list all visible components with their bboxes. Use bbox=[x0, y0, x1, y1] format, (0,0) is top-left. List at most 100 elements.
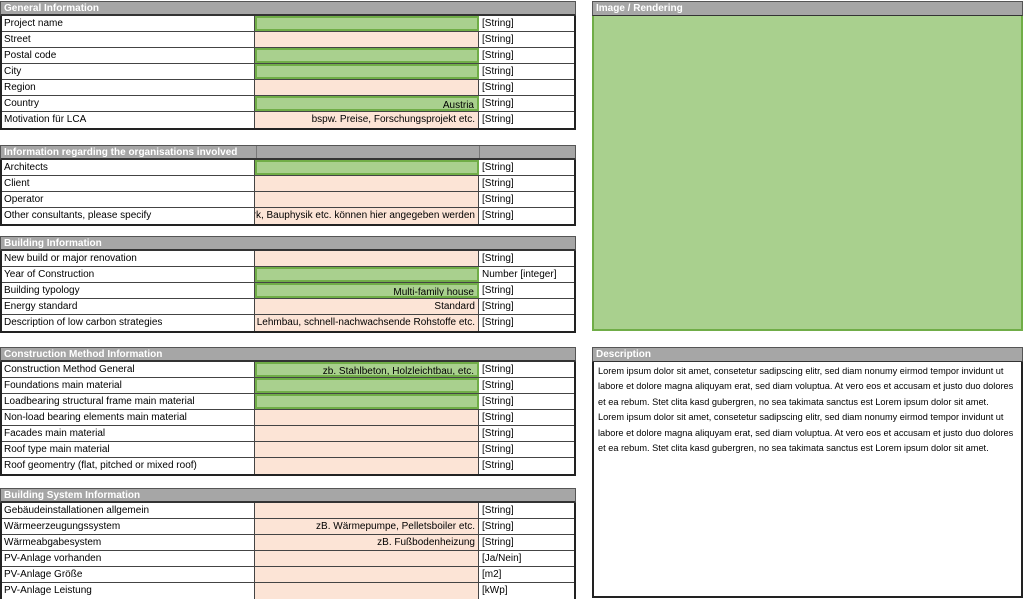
field-type: [String] bbox=[482, 428, 514, 439]
field-type: [String] bbox=[482, 194, 514, 205]
field-label: Motivation für LCA bbox=[2, 112, 255, 128]
field-label: Year of Construction bbox=[2, 267, 255, 282]
field-label: Operator bbox=[2, 192, 255, 207]
field-type: [String] bbox=[482, 253, 514, 264]
foundations-input[interactable] bbox=[255, 378, 479, 393]
field-label: Description of low carbon strategies bbox=[2, 315, 255, 331]
heat-generation-input[interactable]: zB. Wärmepumpe, Pelletsboiler etc. bbox=[255, 519, 479, 534]
field-label: Wärmeabgabesystem bbox=[2, 535, 255, 550]
architects-input[interactable] bbox=[255, 160, 479, 175]
other-consultants-input[interactable]: z.B. Tragwerk, Bauphysik etc. können hie… bbox=[255, 208, 479, 224]
field-label: Building typology bbox=[2, 283, 255, 298]
facades-input[interactable] bbox=[255, 426, 479, 441]
roof-type-input[interactable] bbox=[255, 442, 479, 457]
row-architects: Architects [String] bbox=[2, 160, 574, 176]
section-title: Building System Information bbox=[4, 490, 141, 501]
section-header: General Information bbox=[0, 1, 576, 16]
field-label: Country bbox=[2, 96, 255, 111]
description-panel: Description Lorem ipsum dolor sit amet, … bbox=[592, 347, 1023, 598]
general-information-section: General Information Project name[String]… bbox=[0, 1, 576, 130]
row-roof-geometry: Roof geomentry (flat, pitched or mixed r… bbox=[2, 458, 574, 474]
installations-input[interactable] bbox=[255, 503, 479, 518]
field-type: [String] bbox=[482, 66, 514, 77]
roof-geometry-input[interactable] bbox=[255, 458, 479, 474]
row-postal-code: Postal code[String] bbox=[2, 48, 574, 64]
country-input[interactable]: Austria bbox=[255, 96, 479, 111]
section-title: Construction Method Information bbox=[4, 349, 163, 360]
pv-present-input[interactable] bbox=[255, 551, 479, 566]
image-panel-title: Image / Rendering bbox=[596, 3, 683, 14]
row-region: Region[String] bbox=[2, 80, 574, 96]
field-label: Other consultants, please specify bbox=[2, 208, 255, 224]
street-input[interactable] bbox=[255, 32, 479, 47]
field-label: Non-load bearing elements main material bbox=[2, 410, 255, 425]
field-type: [String] bbox=[482, 412, 514, 423]
section-header: Building Information bbox=[0, 236, 576, 251]
row-non-load-bearing: Non-load bearing elements main material [… bbox=[2, 410, 574, 426]
field-label: Client bbox=[2, 176, 255, 191]
field-type: [String] bbox=[482, 444, 514, 455]
low-carbon-input[interactable]: z.B. Holzbau, Lehmbau, schnell-nachwachs… bbox=[255, 315, 479, 331]
non-load-bearing-input[interactable] bbox=[255, 410, 479, 425]
year-of-construction-input[interactable] bbox=[255, 267, 479, 282]
section-title: Building Information bbox=[4, 238, 102, 249]
pv-power-input[interactable] bbox=[255, 583, 479, 599]
field-label: PV-Anlage Leistung bbox=[2, 583, 255, 599]
row-new-build: New build or major renovation[String] bbox=[2, 251, 574, 267]
row-other-consultants: Other consultants, please specifyz.B. Tr… bbox=[2, 208, 574, 224]
row-roof-type: Roof type main material[String] bbox=[2, 442, 574, 458]
field-label: Roof geomentry (flat, pitched or mixed r… bbox=[2, 458, 255, 474]
image-placeholder[interactable] bbox=[592, 16, 1023, 331]
description-text[interactable]: Lorem ipsum dolor sit amet, consetetur s… bbox=[592, 362, 1023, 598]
field-label: Construction Method General bbox=[2, 362, 255, 377]
section-title: General Information bbox=[4, 3, 100, 14]
operator-input[interactable] bbox=[255, 192, 479, 207]
section-rows: New build or major renovation[String] Ye… bbox=[0, 251, 576, 333]
project-name-input[interactable] bbox=[255, 16, 479, 31]
row-loadbearing: Loadbearing structural frame main materi… bbox=[2, 394, 574, 410]
field-type: [kWp] bbox=[482, 585, 508, 596]
field-type: [String] bbox=[482, 505, 514, 516]
building-system-section: Building System Information Gebäudeinsta… bbox=[0, 488, 576, 599]
section-rows: Gebäudeinstallationen allgemein[String] … bbox=[0, 503, 576, 599]
energy-standard-input[interactable]: Standard bbox=[255, 299, 479, 314]
image-rendering-panel: Image / Rendering bbox=[592, 1, 1023, 331]
building-typology-input[interactable]: Multi-family house bbox=[255, 283, 479, 298]
section-header: Construction Method Information bbox=[0, 347, 576, 362]
field-type: [String] bbox=[482, 364, 514, 375]
field-type: [String] bbox=[482, 285, 514, 296]
loadbearing-input[interactable] bbox=[255, 394, 479, 409]
field-type: [String] bbox=[482, 18, 514, 29]
row-pv-present: PV-Anlage vorhanden[Ja/Nein] bbox=[2, 551, 574, 567]
field-type: [String] bbox=[482, 380, 514, 391]
postal-code-input[interactable] bbox=[255, 48, 479, 63]
field-label: Foundations main material bbox=[2, 378, 255, 393]
pv-size-input[interactable] bbox=[255, 567, 479, 582]
construction-method-input[interactable]: zb. Stahlbeton, Holzleichtbau, etc. bbox=[255, 362, 479, 377]
field-type: [String] bbox=[482, 521, 514, 532]
field-label: Facades main material bbox=[2, 426, 255, 441]
field-type: [String] bbox=[482, 162, 514, 173]
client-input[interactable] bbox=[255, 176, 479, 191]
row-facades: Facades main material [String] bbox=[2, 426, 574, 442]
field-label: Gebäudeinstallationen allgemein bbox=[2, 503, 255, 518]
field-label: Architects bbox=[2, 160, 255, 175]
motivation-input[interactable]: bspw. Preise, Forschungsprojekt etc. bbox=[255, 112, 479, 128]
field-type: [String] bbox=[482, 82, 514, 93]
field-label: City bbox=[2, 64, 255, 79]
heat-emission-input[interactable]: zB. Fußbodenheizung bbox=[255, 535, 479, 550]
field-type: [String] bbox=[482, 98, 514, 109]
new-build-input[interactable] bbox=[255, 251, 479, 266]
field-type: [String] bbox=[482, 34, 514, 45]
field-type: [String] bbox=[482, 537, 514, 548]
region-input[interactable] bbox=[255, 80, 479, 95]
city-input[interactable] bbox=[255, 64, 479, 79]
row-pv-power: PV-Anlage Leistung [kWp] bbox=[2, 583, 574, 599]
field-type: [String] bbox=[482, 396, 514, 407]
